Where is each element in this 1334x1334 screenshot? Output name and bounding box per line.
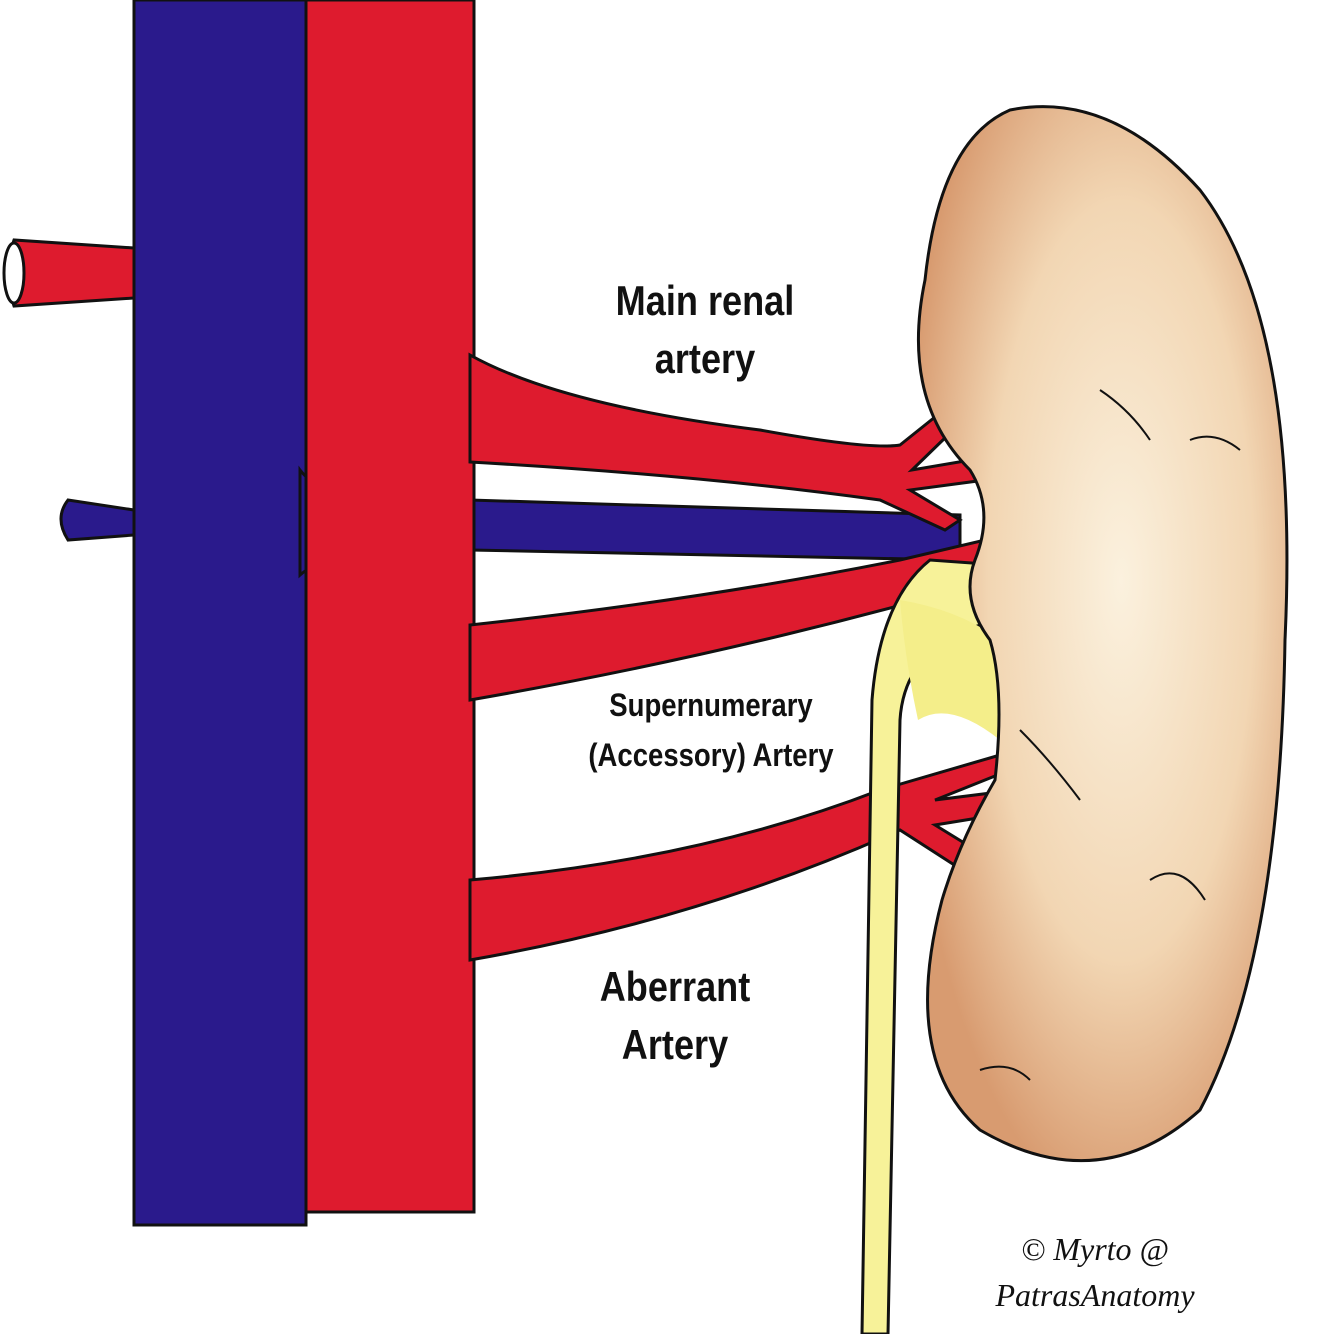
aorta [2, 0, 1017, 1214]
credit-line2: PatrasAnatomy [995, 1277, 1195, 1313]
main-renal-artery-vessel [468, 352, 1002, 532]
aberrant-artery-label-line1: Aberrant [599, 963, 751, 1010]
main-renal-artery-label-line2: artery [654, 335, 756, 382]
aortic-branch-stub [6, 238, 136, 308]
aberrant-artery-label-line2: Artery [621, 1021, 729, 1068]
aberrant-artery-vessel [468, 753, 1017, 962]
ureter [860, 558, 1002, 1334]
main-renal-artery-label-line1: Main renal [615, 277, 795, 324]
inferior-vena-cava [59, 0, 962, 1227]
aberrant-artery-label: Aberrant Artery [576, 958, 774, 1074]
copyright-credit: © Myrto @ PatrasAnatomy [955, 1226, 1235, 1318]
supernumerary-artery-label: Supernumerary (Accessory) Artery [578, 680, 845, 780]
main-renal-artery-label: Main renal artery [580, 272, 829, 388]
supernumerary-artery-label-line2: (Accessory) Artery [588, 737, 834, 773]
left-renal-vein-stub [59, 498, 136, 542]
credit-line1: © Myrto @ [1021, 1231, 1169, 1267]
renal-pelvis [900, 600, 1000, 740]
supernumerary-artery-label-line1: Supernumerary [609, 687, 813, 723]
kidney [916, 105, 1289, 1163]
